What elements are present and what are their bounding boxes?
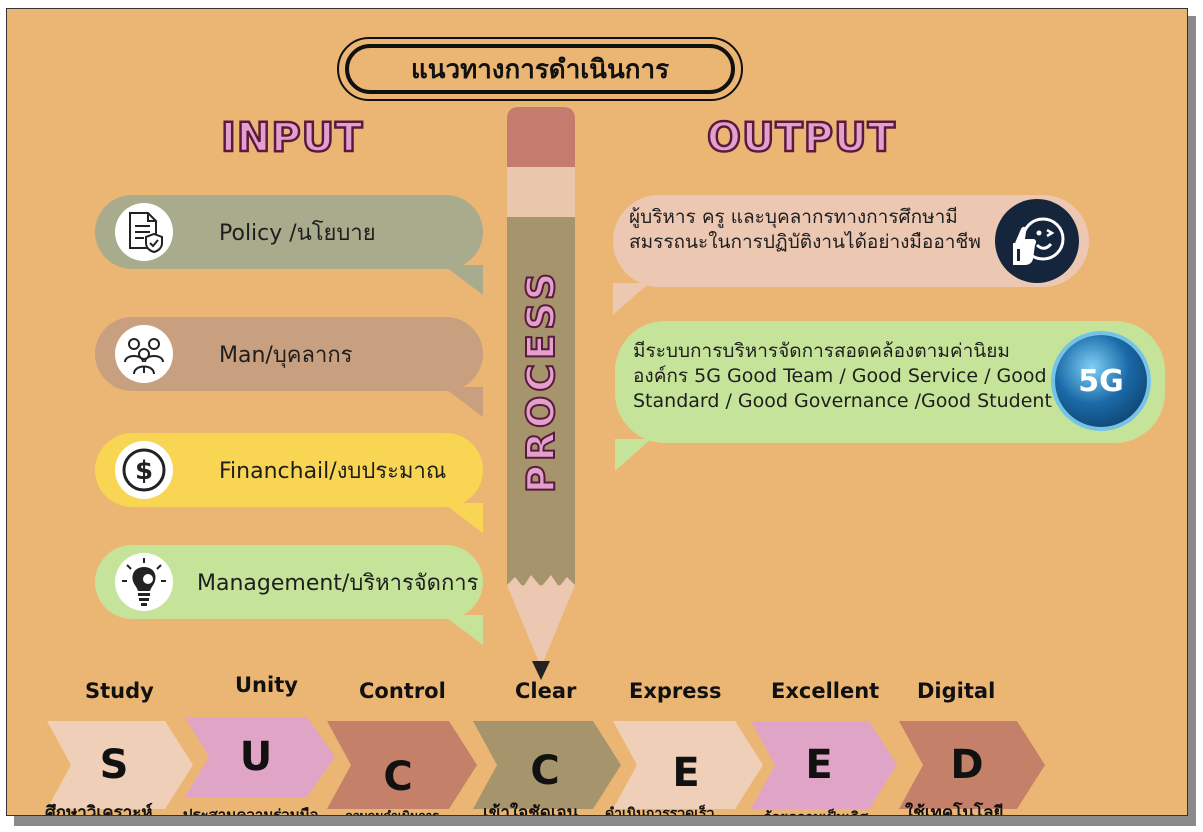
succeed-word: Clear <box>515 679 577 703</box>
succeed-word: Digital <box>917 679 996 703</box>
chevron-letter: C <box>383 754 413 800</box>
process-pencil <box>507 107 575 680</box>
succeed-thai: ดำเนินการรวดเร็ว <box>605 806 715 816</box>
chevron-letter: C <box>530 748 560 794</box>
svg-text:$: $ <box>135 456 153 486</box>
input-label: Financhail/งบประมาณ <box>219 458 447 484</box>
succeed-thai: ประสานความร่วมมือ <box>183 806 319 816</box>
5g-badge-icon: 5G <box>1055 335 1147 427</box>
input-label: Policy /นโยบาย <box>219 220 376 246</box>
infographic-board: แนวทางการดำเนินการ INPUT OUTPUT Policy /… <box>6 8 1188 816</box>
chevron-letter: E <box>672 750 700 796</box>
dollar-coin-icon: $ <box>115 441 173 499</box>
input-item-man: Man/บุคลากร <box>95 317 483 417</box>
succeed-chevron-c2: C <box>473 721 621 809</box>
chevron-letter: D <box>950 742 984 788</box>
input-item-management: Management/บริหารจัดการ <box>95 545 483 645</box>
policy-document-icon <box>115 203 173 261</box>
title-frame: แนวทางการดำเนินการ <box>337 37 743 101</box>
succeed-chevron-e1: E <box>613 721 763 809</box>
output-text: ผู้บริหาร ครู และบุคลากรทางการศึกษามีสมร… <box>629 206 981 253</box>
succeed-chevron-d: D <box>899 721 1045 809</box>
succeed-chevron-c1: C <box>327 721 477 809</box>
input-label: Management/บริหารจัดการ <box>197 570 479 596</box>
thumbs-up-smile-icon <box>995 199 1079 283</box>
succeed-thai: เข้าใจชัดเจน <box>483 803 579 816</box>
succeed-word: Unity <box>235 673 298 697</box>
lightbulb-gear-icon <box>115 553 173 611</box>
chevron-letter: U <box>239 734 273 780</box>
output-item-competency: ผู้บริหาร ครู และบุคลากรทางการศึกษามีสมร… <box>613 195 1089 315</box>
succeed-word: Excellent <box>771 679 880 703</box>
output-item-5g: มีระบบการบริหารจัดการสอดคล้องตามค่านิยมอ… <box>615 321 1165 471</box>
succeed-thai: ใช้เทคโนโลยี <box>905 803 1004 816</box>
succeed-chevron-e2: E <box>751 721 897 809</box>
succeed-chevron-u: U <box>185 717 335 805</box>
input-item-finance: $ Financhail/งบประมาณ <box>95 433 483 533</box>
input-item-policy: Policy /นโยบาย <box>95 195 483 295</box>
succeed-thai: ด้วยความเป็นเลิศ <box>763 807 868 815</box>
succeed-word: Study <box>85 679 154 703</box>
page-title: แนวทางการดำเนินการ <box>345 44 735 94</box>
succeed-thai: ศึกษาวิเคราะห์ <box>45 803 153 816</box>
succeed-word: Express <box>629 679 722 703</box>
succeed-thai: ควบคุมดำเนินการ <box>345 809 439 816</box>
chevron-letter: S <box>99 742 129 788</box>
people-team-icon <box>115 325 173 383</box>
input-label: Man/บุคลากร <box>219 342 353 368</box>
input-heading: INPUT <box>220 114 364 163</box>
chevron-letter: E <box>805 742 833 788</box>
process-label: PROCESS <box>518 268 564 494</box>
output-text: มีระบบการบริหารจัดการสอดคล้องตามค่านิยมอ… <box>633 340 1052 412</box>
succeed-chevron-s: S <box>47 721 193 809</box>
output-heading: OUTPUT <box>706 114 896 163</box>
succeed-word: Control <box>359 679 446 703</box>
